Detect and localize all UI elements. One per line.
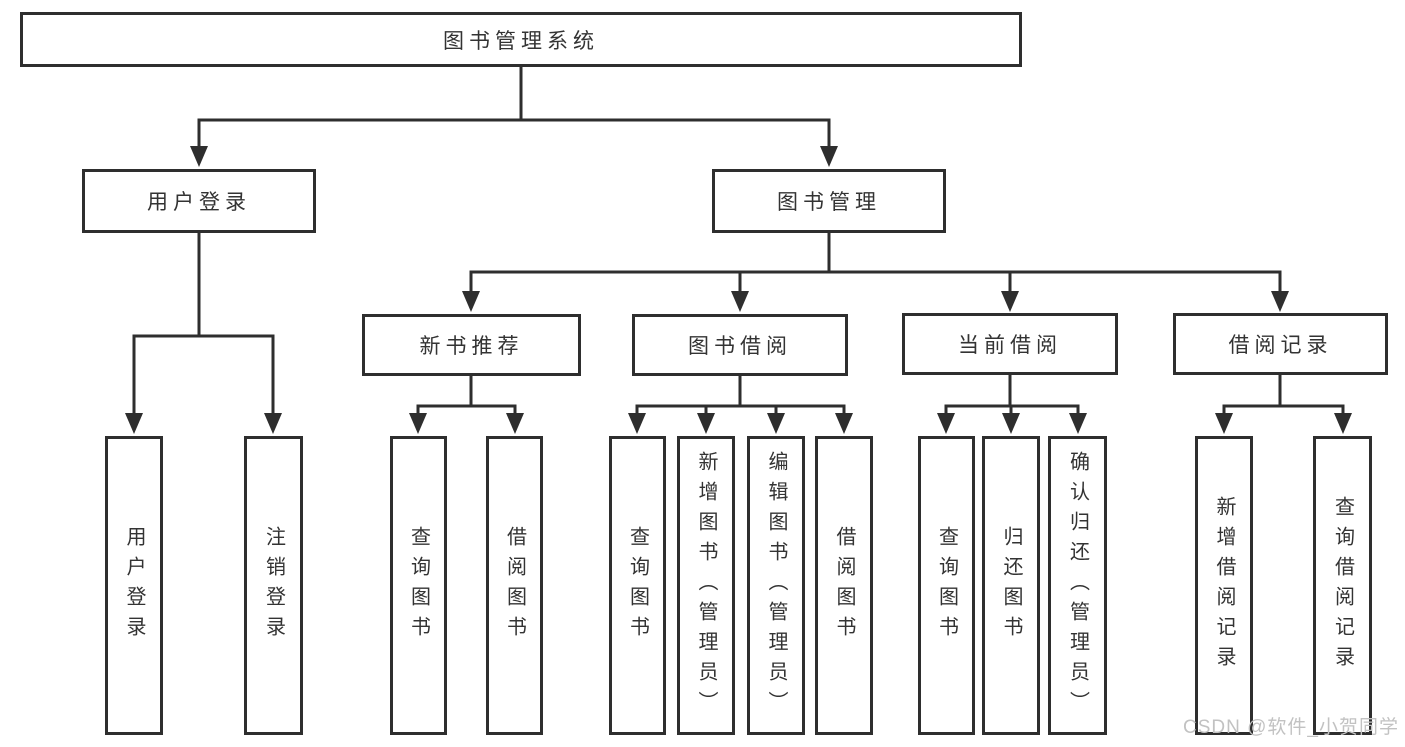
node-label: 借阅图书 bbox=[503, 525, 526, 646]
leaf-logout: 注销登录 bbox=[244, 436, 303, 735]
node-label: 借阅记录 bbox=[1228, 334, 1333, 357]
node-label: 查询图书 bbox=[407, 525, 430, 646]
node-label: 归还图书 bbox=[1000, 525, 1022, 646]
node-label: 借阅图书 bbox=[833, 525, 855, 646]
node-label: 用户登录 bbox=[147, 191, 251, 214]
node-label: 新增图书（管理员） bbox=[695, 450, 717, 721]
leaf-query-book-borrowing: 查询图书 bbox=[609, 436, 666, 735]
node-book-management: 图书管理 bbox=[712, 169, 946, 233]
node-current-borrowing: 当前借阅 bbox=[902, 313, 1118, 375]
node-new-book-recommend: 新书推荐 bbox=[362, 314, 581, 376]
node-label: 用户登录 bbox=[123, 525, 145, 646]
node-label: 图书管理 bbox=[777, 191, 881, 214]
leaf-add-borrow-record: 新增借阅记录 bbox=[1195, 436, 1253, 735]
leaf-add-book-admin: 新增图书（管理员） bbox=[677, 436, 735, 735]
node-book-borrowing: 图书借阅 bbox=[632, 314, 848, 376]
leaf-query-book-current: 查询图书 bbox=[918, 436, 975, 735]
node-borrowing-records: 借阅记录 bbox=[1173, 313, 1388, 375]
leaf-query-book-recommend: 查询图书 bbox=[390, 436, 447, 735]
node-library-management-system: 图书管理系统 bbox=[20, 12, 1022, 67]
leaf-edit-book-admin: 编辑图书（管理员） bbox=[747, 436, 805, 735]
node-label: 查询借阅记录 bbox=[1331, 495, 1354, 676]
leaf-borrow-book-recommend: 借阅图书 bbox=[486, 436, 543, 735]
node-label: 图书借阅 bbox=[688, 335, 792, 358]
leaf-query-borrow-record: 查询借阅记录 bbox=[1313, 436, 1372, 735]
node-label: 图书管理系统 bbox=[443, 29, 599, 53]
node-label: 当前借阅 bbox=[958, 334, 1062, 357]
node-label: 查询图书 bbox=[626, 525, 649, 646]
leaf-borrow-book: 借阅图书 bbox=[815, 436, 873, 735]
leaf-return-book: 归还图书 bbox=[982, 436, 1040, 735]
node-label: 编辑图书（管理员） bbox=[765, 450, 787, 721]
leaf-user-login: 用户登录 bbox=[105, 436, 163, 735]
node-user-login: 用户登录 bbox=[82, 169, 316, 233]
node-label: 注销登录 bbox=[262, 525, 285, 646]
leaf-confirm-return-admin: 确认归还（管理员） bbox=[1048, 436, 1107, 735]
node-label: 查询图书 bbox=[935, 525, 958, 646]
csdn-watermark: CSDN @软件_小贺同学 bbox=[1183, 717, 1399, 738]
node-label: 新增借阅记录 bbox=[1213, 495, 1235, 676]
node-label: 确认归还（管理员） bbox=[1066, 450, 1089, 721]
node-label: 新书推荐 bbox=[419, 335, 524, 358]
